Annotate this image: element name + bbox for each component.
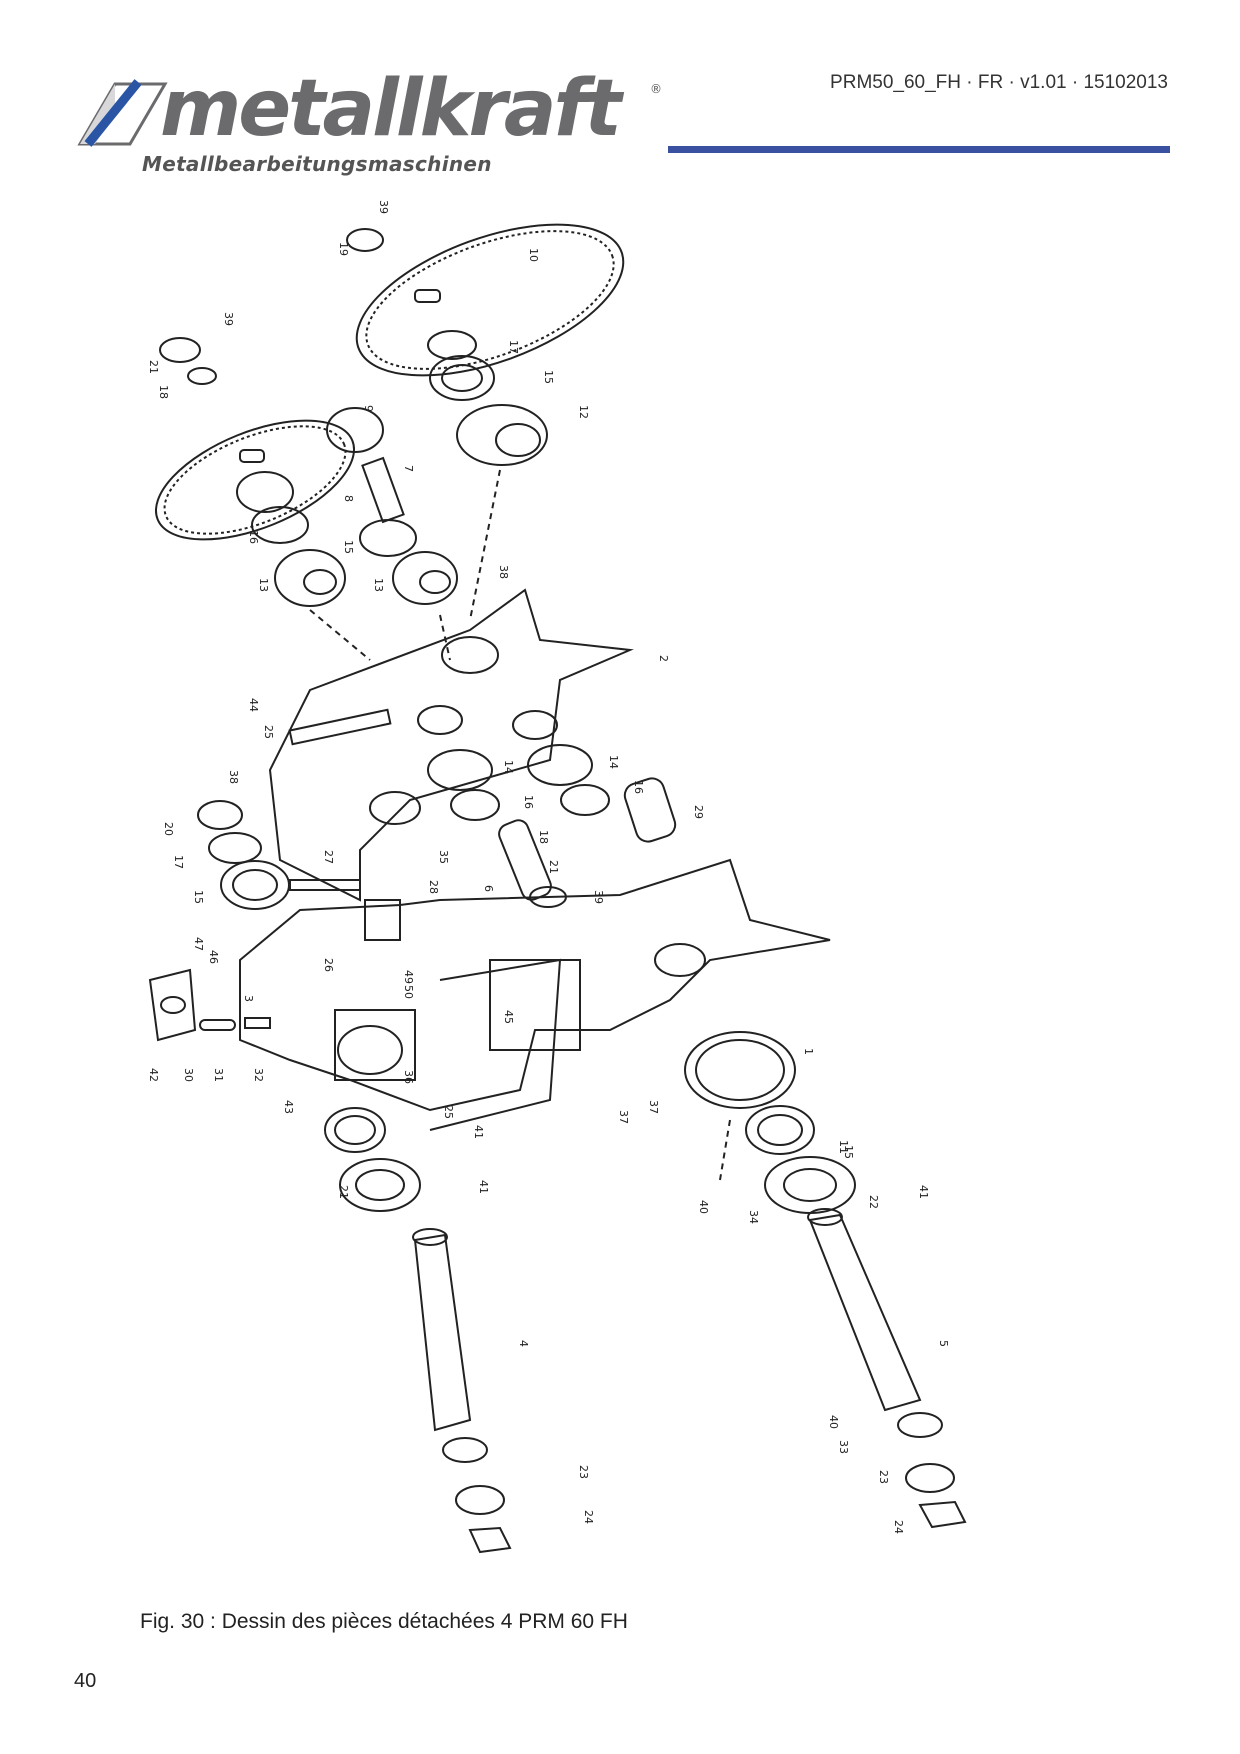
part-callout-label: 47 (192, 937, 205, 951)
part-callout-label: 38 (227, 770, 240, 784)
part-callout-label: 37 (617, 1110, 630, 1124)
part-callout-label: 25 (442, 1105, 455, 1119)
part-callout-label: 44 (247, 698, 260, 712)
part-callout-label: 23 (577, 1465, 590, 1479)
part-callout-label: 41 (917, 1185, 930, 1199)
part-callout-label: 3 (242, 995, 255, 1002)
part-callout-label: 50 (402, 985, 415, 999)
part-callout-label: 21 (337, 1185, 350, 1199)
document-reference: PRM50_60_FH · FR · v1.01 · 15102013 (830, 72, 1168, 93)
part-callout-label: 24 (892, 1520, 905, 1534)
part-callout-label: 13 (372, 578, 385, 592)
part-callout-label: 37 (647, 1100, 660, 1114)
part-callout-label: 20 (162, 822, 175, 836)
part-callout-label: 35 (437, 850, 450, 864)
part-callout-label: 32 (252, 1068, 265, 1082)
part-callout-label: 15 (542, 370, 555, 384)
part-callout-label: 16 (632, 780, 645, 794)
part-callout-label: 43 (282, 1100, 295, 1114)
part-callout-label: 15 (342, 540, 355, 554)
part-callout-label: 21 (547, 860, 560, 874)
brand-subtitle: Metallbearbeitungsmaschinen (142, 152, 492, 176)
page-header: metallkraft ® Metallbearbeitungsmaschine… (0, 0, 1240, 190)
part-callout-label: 16 (247, 530, 260, 544)
part-callout-label: 14 (607, 755, 620, 769)
part-callout-label: 49 (402, 970, 415, 984)
figure-caption: Fig. 30 : Dessin des pièces détachées 4 … (140, 1610, 628, 1633)
part-callout-label: 16 (522, 795, 535, 809)
part-callout-label: 10 (527, 248, 540, 262)
brand-name: metallkraft (160, 64, 622, 154)
part-callout-label: 38 (497, 565, 510, 579)
part-callout-label: 40 (697, 1200, 710, 1214)
part-callout-label: 17 (507, 340, 520, 354)
part-callout-label: 18 (157, 385, 170, 399)
part-callout-label: 7 (402, 465, 415, 472)
part-callout-label: 39 (592, 890, 605, 904)
part-callout-label: 45 (502, 1010, 515, 1024)
part-callout-label: 33 (837, 1440, 850, 1454)
part-callout-label: 23 (877, 1470, 890, 1484)
part-callout-label: 36 (402, 1070, 415, 1084)
part-callout-label: 2 (657, 655, 670, 662)
part-callout-label: 9 (362, 405, 375, 412)
part-callout-label: 22 (867, 1195, 880, 1209)
part-callout-label: 25 (262, 725, 275, 739)
gear-large-left (154, 419, 356, 541)
part-callout-label: 41 (472, 1125, 485, 1139)
part-callout-label: 31 (212, 1068, 225, 1082)
part-callout-label: 17 (172, 855, 185, 869)
part-callout-label: 39 (222, 312, 235, 326)
part-callout-label: 21 (147, 360, 160, 374)
part-callout-label: 29 (692, 805, 705, 819)
metallkraft-logo: metallkraft ® Metallbearbeitungsmaschine… (70, 70, 670, 180)
gear-large-top (355, 223, 625, 377)
part-callout-label: 5 (937, 1340, 950, 1347)
part-callout-label: 13 (257, 578, 270, 592)
part-callout-label: 15 (842, 1145, 855, 1159)
registered-mark: ® (650, 82, 662, 96)
header-rule (668, 146, 1170, 153)
part-callout-label: 46 (207, 950, 220, 964)
part-callout-label: 39 (377, 200, 390, 214)
part-callout-label: 34 (747, 1210, 760, 1224)
part-callout-label: 26 (322, 958, 335, 972)
part-callout-label: 12 (577, 405, 590, 419)
page-number: 40 (74, 1670, 97, 1692)
logo-mark-icon (77, 79, 168, 147)
part-callout-label: 30 (182, 1068, 195, 1082)
part-callout-label: 24 (582, 1510, 595, 1524)
part-callout-label: 8 (342, 495, 355, 502)
part-callout-label: 41 (477, 1180, 490, 1194)
part-callout-label: 27 (322, 850, 335, 864)
part-callout-label: 15 (192, 890, 205, 904)
part-callout-label: 28 (427, 880, 440, 894)
part-callout-label: 1 (802, 1048, 815, 1055)
part-callout-label: 11 (837, 1140, 850, 1154)
part-callout-label: 19 (337, 242, 350, 256)
part-callout-label: 42 (147, 1068, 160, 1082)
part-callout-label: 18 (537, 830, 550, 844)
part-callout-label: 40 (827, 1415, 840, 1429)
part-callout-label: 14 (502, 760, 515, 774)
part-callout-label: 6 (482, 885, 495, 892)
part-callout-label: 4 (517, 1340, 530, 1347)
